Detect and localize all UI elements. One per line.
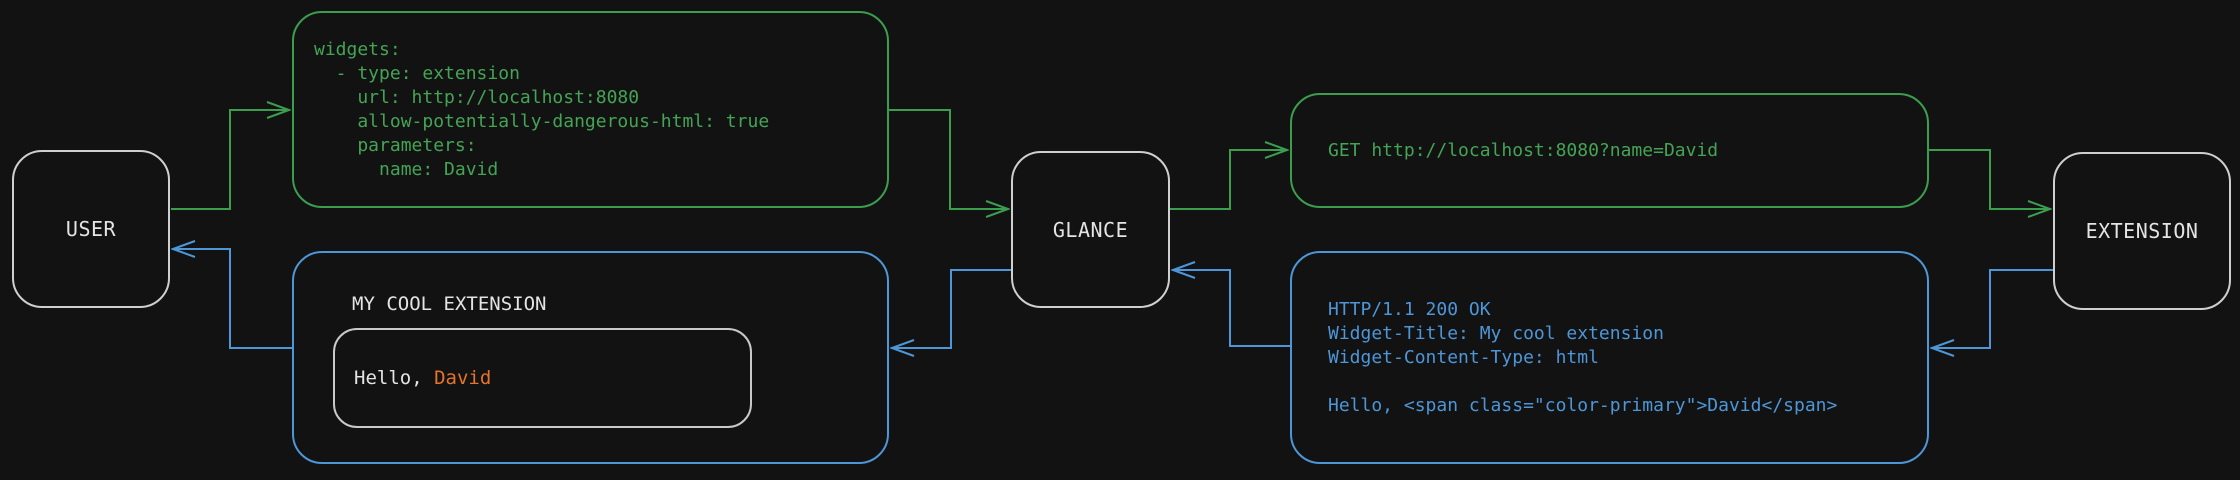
user-node: USER <box>12 150 170 308</box>
wire-glance-to-widget <box>892 269 1011 348</box>
wire-request-to-extension <box>1929 149 2050 209</box>
wire-extension-to-response <box>1932 269 2053 348</box>
wire-config-to-glance <box>889 109 1008 209</box>
glance-node-label: GLANCE <box>1052 217 1129 242</box>
widget-content-box: Hello, David <box>333 328 752 428</box>
wire-user-to-config <box>171 110 289 210</box>
extension-node: EXTENSION <box>2053 152 2231 310</box>
greeting-prefix: Hello, <box>354 367 435 389</box>
http-request-code: GET http://localhost:8080?name=David <box>1328 139 1719 161</box>
http-response-box: HTTP/1.1 200 OK Widget-Title: My cool ex… <box>1290 251 1929 464</box>
extension-node-label: EXTENSION <box>2085 219 2199 243</box>
user-node-label: USER <box>65 217 117 241</box>
widget-greeting-text: Hello, David <box>335 367 491 389</box>
yaml-config-code: widgets: - type: extension url: http://l… <box>314 38 770 180</box>
http-response-code: HTTP/1.1 200 OK Widget-Title: My cool ex… <box>1328 298 1838 416</box>
wire-glance-to-request <box>1170 150 1287 210</box>
yaml-config-box: widgets: - type: extension url: http://l… <box>292 11 889 208</box>
wire-response-to-glance <box>1173 270 1290 347</box>
greeting-name: David <box>434 367 492 389</box>
widget-title: MY COOL EXTENSION <box>352 293 547 315</box>
http-request-box: GET http://localhost:8080?name=David <box>1290 93 1929 208</box>
wire-widget-to-user <box>173 249 292 349</box>
widget-preview-box: MY COOL EXTENSION Hello, David <box>292 251 889 464</box>
glance-node: GLANCE <box>1011 151 1170 308</box>
